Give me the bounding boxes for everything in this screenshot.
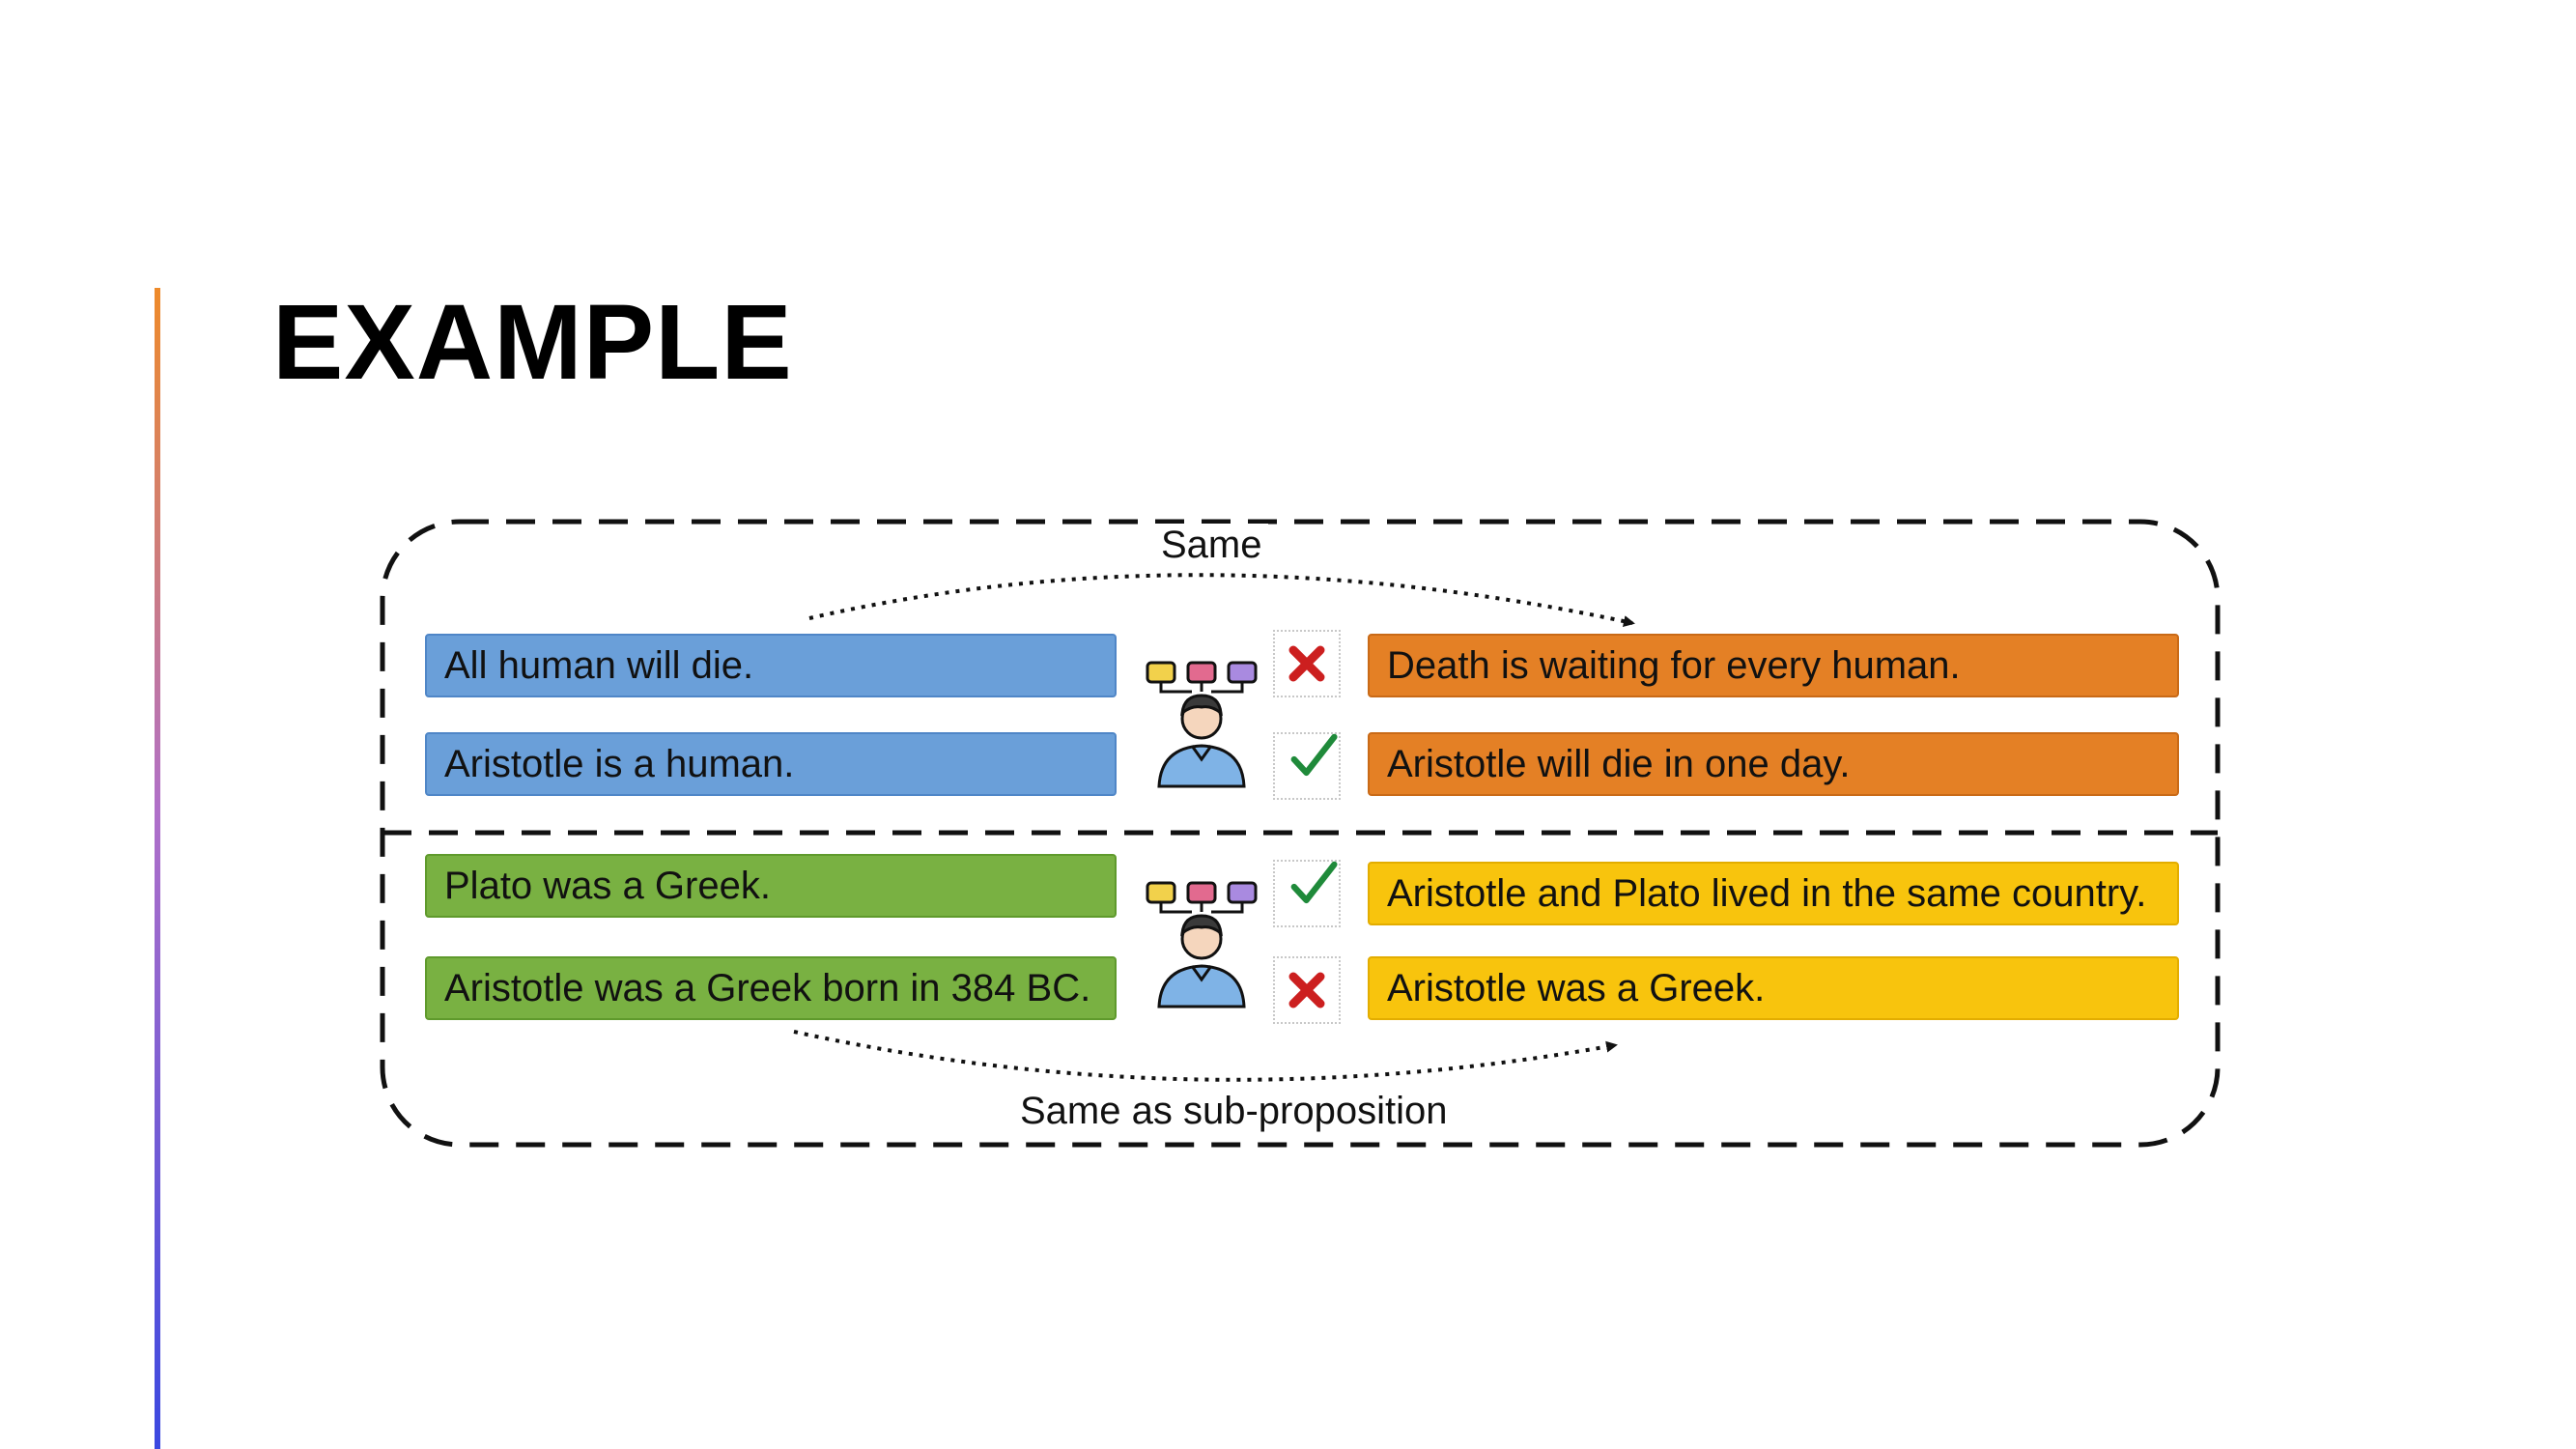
conclusion-box: Aristotle and Plato lived in the same co…	[1368, 862, 2179, 925]
cross-icon	[1273, 956, 1341, 1024]
person-reasoner-icon	[1144, 869, 1260, 1014]
person-reasoner-icon	[1144, 649, 1260, 794]
check-icon	[1273, 732, 1341, 800]
page-title: EXAMPLE	[272, 283, 793, 402]
top-dotted-arrow	[808, 573, 1635, 627]
outer-dashed-border	[380, 519, 2221, 1148]
conclusion-box: Death is waiting for every human.	[1368, 634, 2179, 697]
bottom-arrow-label: Same as sub-proposition	[1014, 1090, 1454, 1133]
check-icon	[1273, 860, 1341, 927]
premise-box: Aristotle was a Greek born in 384 BC.	[425, 956, 1117, 1020]
premise-box: All human will die.	[425, 634, 1117, 697]
conclusion-box: Aristotle was a Greek.	[1368, 956, 2179, 1020]
bottom-dotted-arrow	[793, 1030, 1618, 1082]
accent-line	[155, 288, 160, 1449]
premise-box: Aristotle is a human.	[425, 732, 1117, 796]
top-arrow-label: Same	[1155, 524, 1268, 567]
cross-icon	[1273, 630, 1341, 697]
conclusion-box: Aristotle will die in one day.	[1368, 732, 2179, 796]
premise-box: Plato was a Greek.	[425, 854, 1117, 918]
